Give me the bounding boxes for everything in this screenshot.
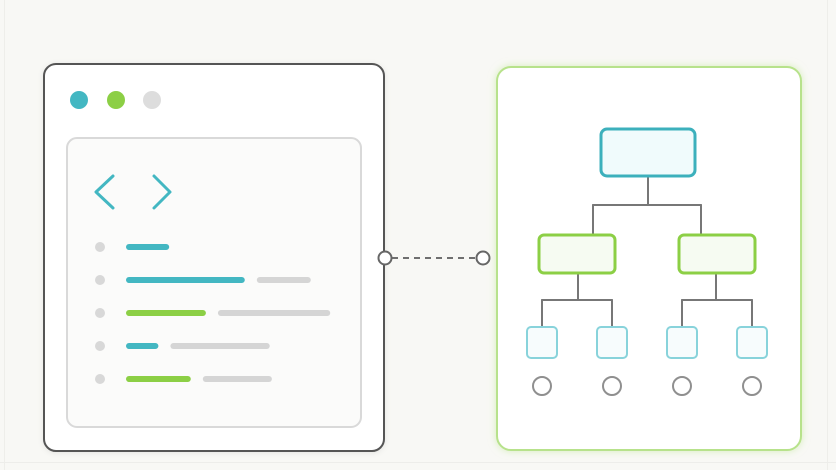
green-dot-icon[interactable] — [107, 91, 125, 109]
tree-level1-left-node[interactable] — [537, 233, 617, 275]
circle-node-icon[interactable] — [532, 376, 552, 396]
code-line-accent-bar — [126, 310, 206, 316]
code-line-bullet — [95, 275, 105, 285]
code-brackets-icon — [94, 174, 172, 210]
right-connector-node-icon[interactable] — [475, 250, 491, 266]
code-line-text-bar — [170, 343, 270, 349]
code-line-bullet — [95, 242, 105, 252]
code-line-accent-bar — [126, 343, 159, 349]
circle-node-icon[interactable] — [672, 376, 692, 396]
circle-node-icon[interactable] — [602, 376, 622, 396]
tree-connectors — [541, 175, 753, 328]
code-line-accent-bar — [126, 277, 245, 283]
tree-level2-node-3[interactable] — [666, 326, 698, 359]
tree-level2-node-4[interactable] — [736, 326, 768, 359]
canvas-bottom-edge — [0, 462, 836, 463]
tree-level2-node-1[interactable] — [526, 326, 558, 359]
code-line-accent-bar — [126, 244, 170, 250]
code-line-accent-bar — [126, 376, 191, 382]
tree-level2-node-2[interactable] — [596, 326, 628, 359]
code-line-text-bar — [256, 277, 311, 283]
code-line-bullet — [95, 374, 105, 384]
tree-panel-frame — [496, 66, 802, 451]
code-line-bullet — [95, 308, 105, 318]
tree-root-node[interactable] — [599, 127, 697, 178]
tree-panel — [496, 66, 802, 451]
code-line-bullet — [95, 341, 105, 351]
circle-node-icon[interactable] — [742, 376, 762, 396]
left-connector-node-icon[interactable] — [377, 250, 393, 266]
connector — [377, 250, 491, 266]
code-lines — [95, 242, 331, 384]
gray-dot-icon[interactable] — [143, 91, 161, 109]
tree-level1-right-node[interactable] — [677, 233, 757, 275]
teal-dot-icon[interactable] — [70, 91, 88, 109]
canvas-left-edge — [4, 0, 5, 470]
code-line-text-bar — [217, 310, 331, 316]
code-window — [43, 63, 385, 452]
code-line-text-bar — [202, 376, 272, 382]
canvas-right-edge — [827, 0, 828, 470]
